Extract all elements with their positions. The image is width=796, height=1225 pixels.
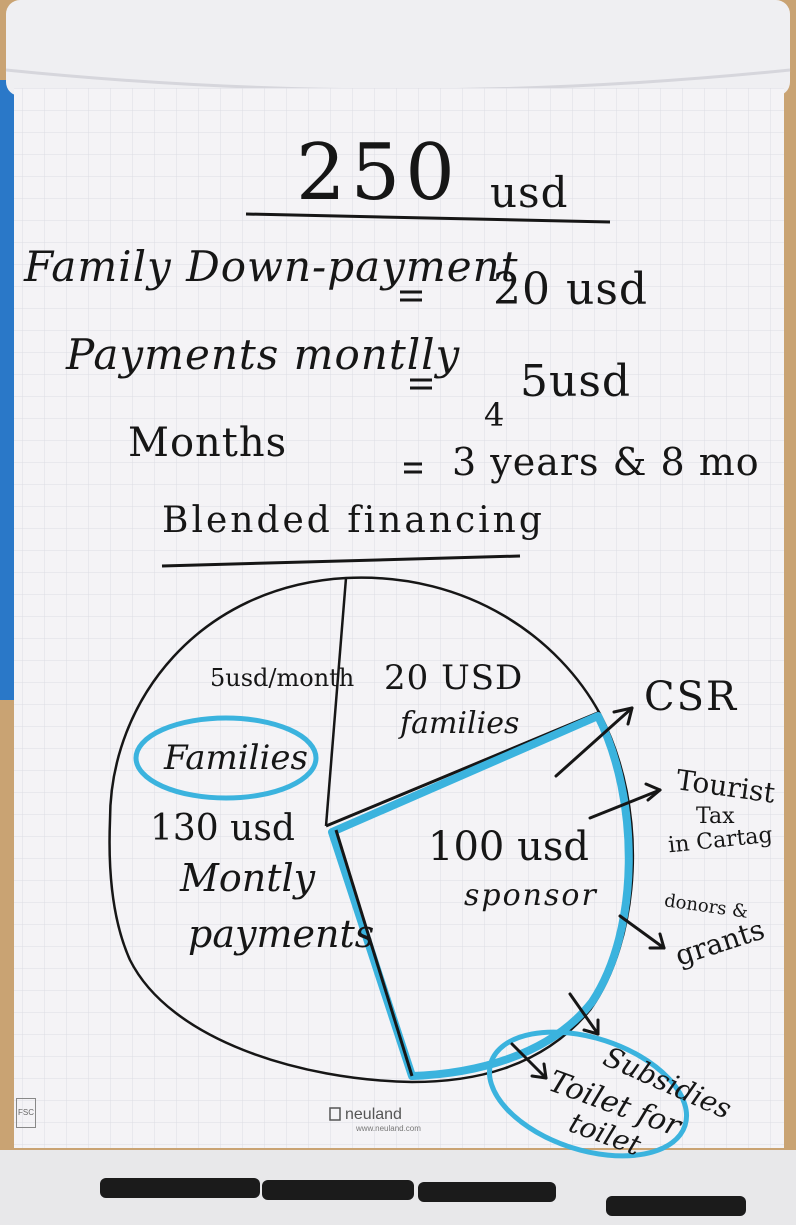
monthly-payment-value: 5usd	[520, 356, 632, 407]
months-label: Months	[128, 420, 288, 466]
pie-label-montly: Montly	[180, 856, 316, 900]
pie-label-5usd: 5usd/month	[210, 664, 355, 692]
pie-label-families: Families	[164, 738, 308, 778]
sponsor-slice-highlight	[328, 712, 633, 1080]
down-payment-value: 20 usd	[493, 264, 649, 315]
fsc-logo: FSC	[16, 1098, 36, 1128]
neuland-url: www.neuland.com	[356, 1124, 421, 1133]
down-payment-label: Family Down-payment	[24, 242, 519, 291]
neuland-logo: neuland	[345, 1106, 402, 1123]
blue-tape	[0, 80, 14, 700]
marker	[100, 1178, 260, 1198]
pie-label-payments: payments	[188, 912, 375, 956]
pie-label-20usd-families: families	[400, 706, 520, 741]
marker	[606, 1196, 746, 1216]
marker	[262, 1180, 414, 1200]
marker	[418, 1182, 556, 1202]
monthly-payment-label: Payments montlly	[66, 330, 461, 379]
paper-roll	[6, 0, 790, 96]
pie-label-20usd: 20 USD	[384, 658, 524, 698]
title-unit: usd	[490, 168, 569, 217]
title-number: 250	[296, 128, 460, 218]
pie-label-130usd: 130 usd	[150, 808, 295, 849]
families-circle	[133, 715, 319, 801]
blended-financing-heading: Blended financing	[162, 500, 545, 541]
source-tax: Tax	[696, 804, 735, 829]
toilet-circle	[486, 1029, 690, 1159]
pie-label-100usd: 100 usd	[428, 824, 589, 870]
pie-label-sponsor: sponsor	[464, 878, 598, 913]
months-correction: 4	[484, 396, 506, 434]
months-value: 3 years & 8 mo	[452, 440, 760, 484]
source-csr: CSR	[644, 674, 739, 720]
